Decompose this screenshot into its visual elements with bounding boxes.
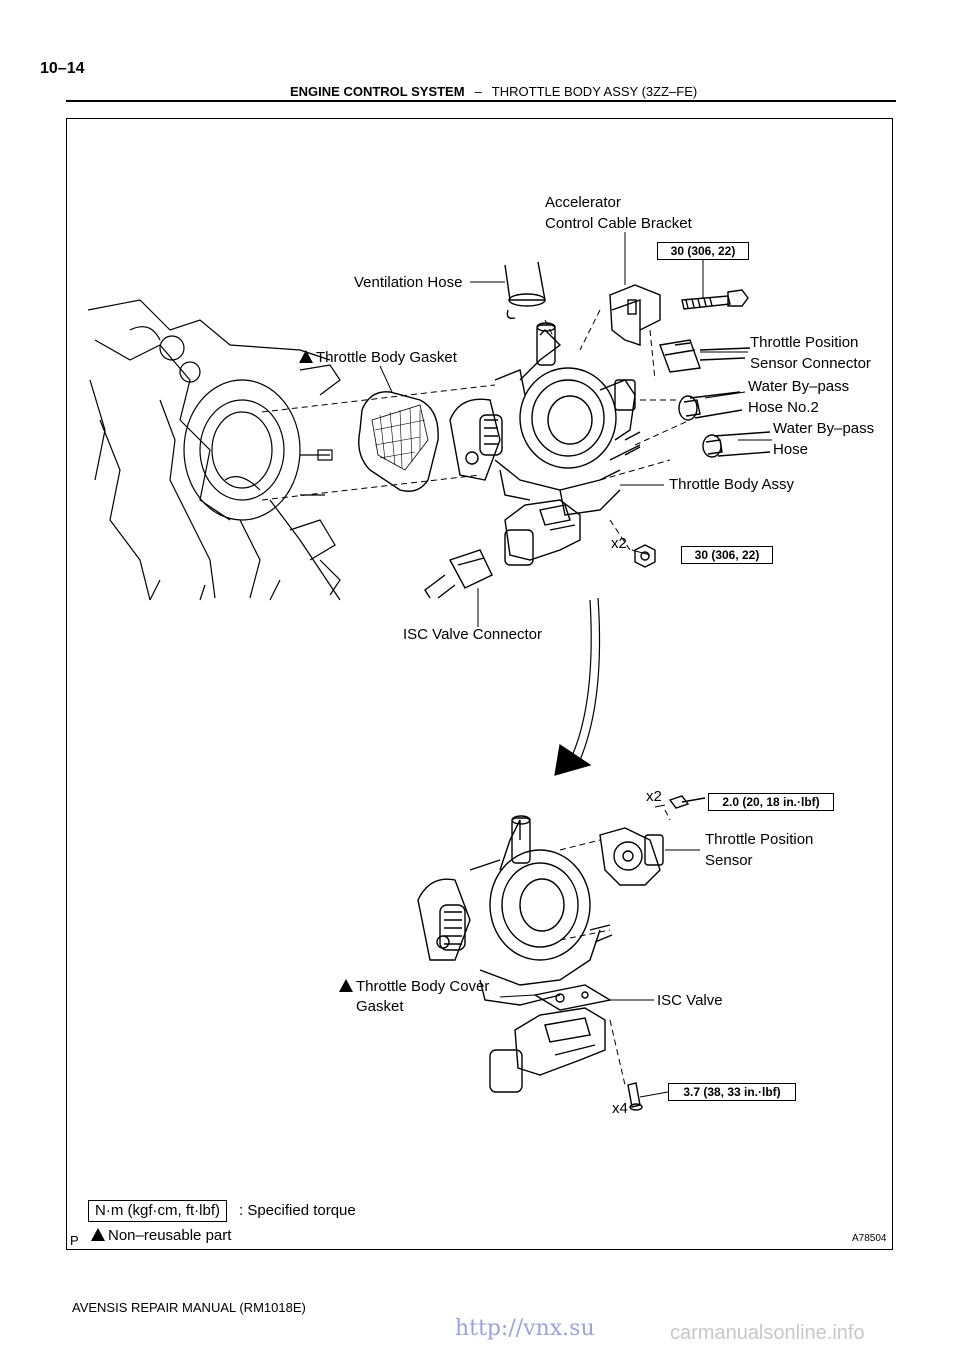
throttle-body-gasket-drawing: [358, 391, 439, 492]
nonreusable-icon: [91, 1228, 105, 1241]
page-header: ENGINE CONTROL SYSTEM–THROTTLE BODY ASSY…: [290, 84, 697, 99]
isc-screw-drawing: [627, 1082, 643, 1111]
cover-gasket-drawing: [533, 984, 612, 1011]
intake-manifold-drawing: [87, 299, 341, 601]
topic-title: THROTTLE BODY ASSY (3ZZ–FE): [491, 84, 698, 99]
header-rule: [66, 100, 896, 102]
label-cover-gasket-line1: Throttle Body Cover: [339, 976, 489, 997]
isc-valve-bottom-drawing: [489, 1007, 606, 1093]
label-x2-nut: x2: [611, 535, 627, 552]
page-number: 10–14: [40, 60, 85, 77]
figure-frame: [66, 118, 893, 1250]
page-mark: P: [70, 1233, 79, 1248]
figure-id: A78504: [852, 1233, 887, 1244]
bracket-bolt-drawing: [681, 289, 749, 310]
label-tps-connector-line2: Sensor Connector: [750, 355, 871, 372]
isc-connector-drawing: [424, 549, 493, 599]
footer-link[interactable]: http://vnx.su: [455, 1316, 595, 1341]
torque-bracket-bolt: 30 (306, 22): [657, 242, 749, 260]
label-throttle-body-assy: Throttle Body Assy: [669, 476, 795, 493]
ventilation-hose-drawing: [504, 261, 546, 320]
footer-manual-title: AVENSIS REPAIR MANUAL (RM1018E): [72, 1300, 306, 1315]
throttle-body-assy-drawing: [449, 322, 641, 516]
label-isc-valve-connector: ISC Valve Connector: [403, 626, 542, 643]
label-tps-line2: Sensor: [705, 852, 753, 869]
header-separator: –: [474, 84, 482, 99]
legend-torque-desc: : Specified torque: [239, 1202, 356, 1219]
water-bypass-hose-no2-drawing: [678, 391, 743, 421]
torque-tps-screw: 2.0 (20, 18 in.·lbf): [708, 793, 834, 811]
label-water-bypass-line2: Hose: [773, 441, 809, 458]
nonreusable-icon: [299, 350, 313, 363]
legend-nonreusable: Non–reusable part: [91, 1225, 231, 1246]
label-tps-connector-line1: Throttle Position: [750, 334, 859, 351]
torque-isc-screw: 3.7 (38, 33 in.·lbf): [668, 1083, 796, 1101]
body-nut-drawing: [634, 544, 656, 568]
section-title: ENGINE CONTROL SYSTEM: [290, 84, 465, 99]
throttle-position-sensor-drawing: [599, 827, 664, 886]
label-accelerator-bracket-line2: Control Cable Bracket: [545, 215, 692, 232]
isc-valve-top-drawing: [504, 499, 581, 566]
label-x4-screw: x4: [612, 1100, 628, 1117]
tps-screw-drawing: [668, 795, 706, 809]
watermark: carmanualsonline.info: [670, 1322, 865, 1344]
label-ventilation-hose: Ventilation Hose: [354, 274, 463, 291]
label-water-bypass-no2-line2: Hose No.2: [748, 399, 819, 416]
accelerator-bracket-drawing: [609, 284, 661, 346]
legend-torque-unit: N·m (kgf·cm, ft·lbf): [88, 1200, 227, 1222]
torque-body-nut: 30 (306, 22): [681, 546, 773, 564]
leader-lines: [379, 232, 772, 1098]
label-throttle-body-gasket: Throttle Body Gasket: [299, 347, 457, 368]
water-bypass-hose-drawing: [702, 431, 771, 458]
label-water-bypass-no2-line1: Water By–pass: [748, 378, 850, 395]
tps-connector-drawing: [659, 339, 751, 373]
label-accelerator-bracket-line1: Accelerator: [545, 194, 621, 211]
label-cover-gasket-line2: Gasket: [356, 998, 404, 1015]
assembly-arrow: [554, 597, 601, 776]
label-tps-line1: Throttle Position: [705, 831, 814, 848]
label-isc-valve: ISC Valve: [657, 992, 723, 1009]
label-water-bypass-line1: Water By–pass: [773, 420, 875, 437]
throttle-body-bottom-drawing: [417, 815, 613, 1006]
label-x2-screw: x2: [646, 788, 662, 805]
nonreusable-icon: [339, 979, 353, 992]
